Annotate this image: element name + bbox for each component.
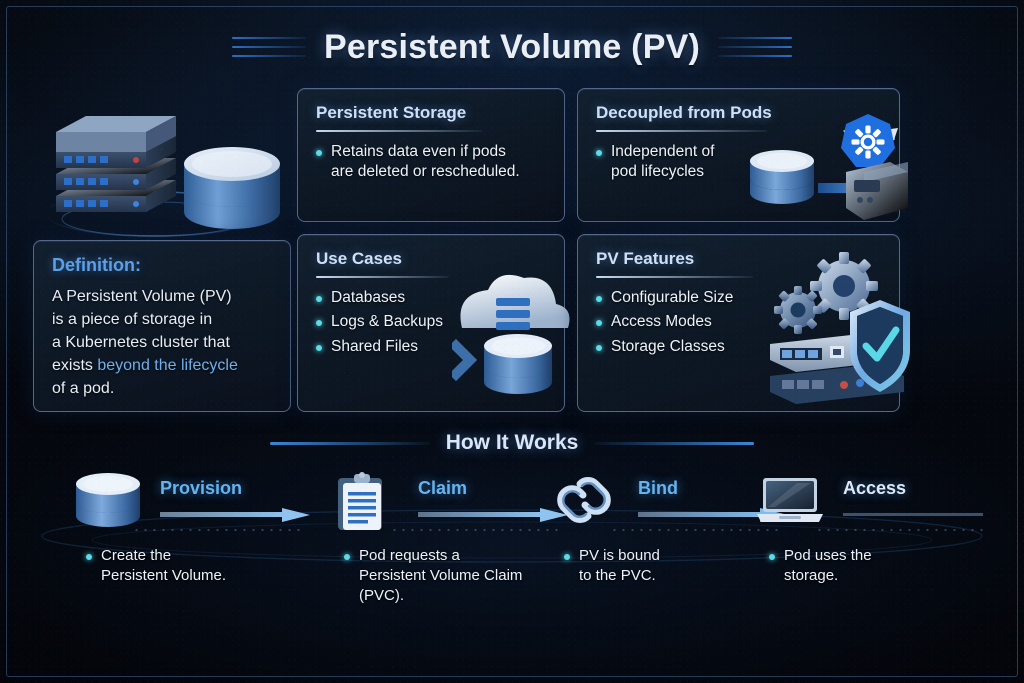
title-decoration-left <box>232 37 306 57</box>
section-heading-how-it-works: How It Works <box>445 431 579 454</box>
panel-persistent-storage: Persistent Storage Retains data even if … <box>297 88 565 222</box>
panel-heading-pv-features: PV Features <box>596 249 695 268</box>
panel-decoupled-from-pods: Decoupled from Pods Independent of pod l… <box>577 88 900 222</box>
heading-rule <box>596 130 767 132</box>
list-item: Independent of pod lifecycles <box>596 142 881 183</box>
list-item: Databases <box>316 288 546 308</box>
definition-line-3: a Kubernetes cluster that <box>52 334 230 352</box>
desc-line-1: PV is bound <box>579 547 660 564</box>
step-dotted-shadow <box>610 528 780 532</box>
bullet-line-1: Retains data even if pods <box>331 143 506 160</box>
list-item: Pod uses the storage. <box>769 546 989 586</box>
bullet-list-pv-features: Configurable Size Access Modes Storage C… <box>596 288 881 357</box>
how-it-works-divider: How It Works <box>0 428 1024 458</box>
bullet-list-persistent-storage: Retains data even if pods are deleted or… <box>316 142 546 183</box>
list-item: Logs & Backups <box>316 312 546 332</box>
step-label-claim: Claim <box>418 478 468 498</box>
bullet-line-2: pod lifecycles <box>611 163 705 181</box>
panel-pv-features: PV Features Configurable Size Access Mod… <box>577 234 900 412</box>
list-item: PV is bound to the PVC. <box>564 546 784 586</box>
heading-rule <box>316 276 450 278</box>
how-it-works-steps: Provision Create the Persistent Volume. <box>0 470 1024 650</box>
heading-rule <box>316 130 482 132</box>
definition-highlight: beyond the lifecycle <box>97 357 238 375</box>
step-dotted-shadow <box>390 528 560 532</box>
list-item: Access Modes <box>596 312 881 332</box>
title-row: Persistent Volume (PV) <box>0 16 1024 78</box>
panel-heading-decoupled: Decoupled from Pods <box>596 103 772 122</box>
list-item: Storage Classes <box>596 337 881 357</box>
list-item: Retains data even if pods are deleted or… <box>316 142 546 183</box>
arrow-icon <box>160 508 310 522</box>
step-label-access: Access <box>843 478 907 498</box>
panel-use-cases: Use Cases Databases Logs & Backups Share… <box>297 234 565 412</box>
definition-line-4a: exists <box>52 357 98 375</box>
step-description-provision: Create the Persistent Volume. <box>86 546 306 590</box>
step-bind: Bind PV is bound to the PVC. <box>550 470 788 640</box>
step-description-claim: Pod requests a Persistent Volume Claim (… <box>344 546 564 609</box>
list-item: Configurable Size <box>596 288 881 308</box>
database-icon <box>76 473 140 527</box>
step-description-bind: PV is bound to the PVC. <box>564 546 784 590</box>
desc-line-1: Pod requests a <box>359 547 460 564</box>
desc-line-1: Pod uses the <box>784 547 872 564</box>
definition-line-1: A Persistent Volume (PV) <box>52 288 232 305</box>
page-title: Persistent Volume (PV) <box>324 27 700 66</box>
definition-line-4: exists beyond the lifecycle <box>52 354 272 377</box>
chain-link-icon <box>557 477 611 523</box>
definition-line-2: is a piece of storage in <box>52 311 213 329</box>
divider-line-left <box>269 441 430 445</box>
panel-heading-persistent-storage: Persistent Storage <box>316 103 467 122</box>
step-label-bind: Bind <box>638 478 678 498</box>
step-dotted-shadow <box>132 528 302 532</box>
step-provision: Provision Create the Persistent Volume. <box>72 470 310 640</box>
flow-tail-line <box>843 513 983 516</box>
list-item: Shared Files <box>316 337 546 357</box>
step-access: Access Pod uses the storage. <box>755 470 987 640</box>
desc-line-2: Persistent Volume. <box>101 566 227 584</box>
panel-heading-use-cases: Use Cases <box>316 249 403 268</box>
definition-body: A Persistent Volume (PV) is a piece of s… <box>52 285 272 400</box>
step-label-provision: Provision <box>160 478 243 498</box>
divider-line-right <box>594 441 755 445</box>
heading-rule <box>596 276 753 278</box>
desc-line-2: storage. <box>784 566 839 584</box>
panel-heading-definition: Definition: <box>52 255 141 275</box>
list-item: Pod requests a Persistent Volume Claim (… <box>344 546 564 605</box>
definition-line-5: of a pod. <box>52 380 115 398</box>
desc-line-3: (PVC). <box>359 586 404 604</box>
desc-line-1: Create the <box>101 547 172 564</box>
bullet-line-2: are deleted or rescheduled. <box>331 163 520 181</box>
bullet-list-use-cases: Databases Logs & Backups Shared Files <box>316 288 546 357</box>
arrow-icon <box>418 508 568 522</box>
server-stack-illustration <box>45 116 280 237</box>
step-dotted-shadow <box>815 528 985 532</box>
desc-line-2: Persistent Volume Claim <box>359 566 523 584</box>
desc-line-2: to the PVC. <box>579 566 656 584</box>
laptop-icon <box>757 478 823 522</box>
list-item: Create the Persistent Volume. <box>86 546 306 586</box>
step-description-access: Pod uses the storage. <box>769 546 989 590</box>
step-claim: Claim Pod requests a Persistent Volume C… <box>330 470 568 640</box>
clipboard-icon <box>338 472 382 530</box>
title-decoration-right <box>717 37 792 57</box>
panel-definition: Definition: A Persistent Volume (PV) is … <box>33 240 291 412</box>
bullet-line-1: Independent of <box>611 143 715 160</box>
bullet-list-decoupled: Independent of pod lifecycles <box>596 142 881 183</box>
